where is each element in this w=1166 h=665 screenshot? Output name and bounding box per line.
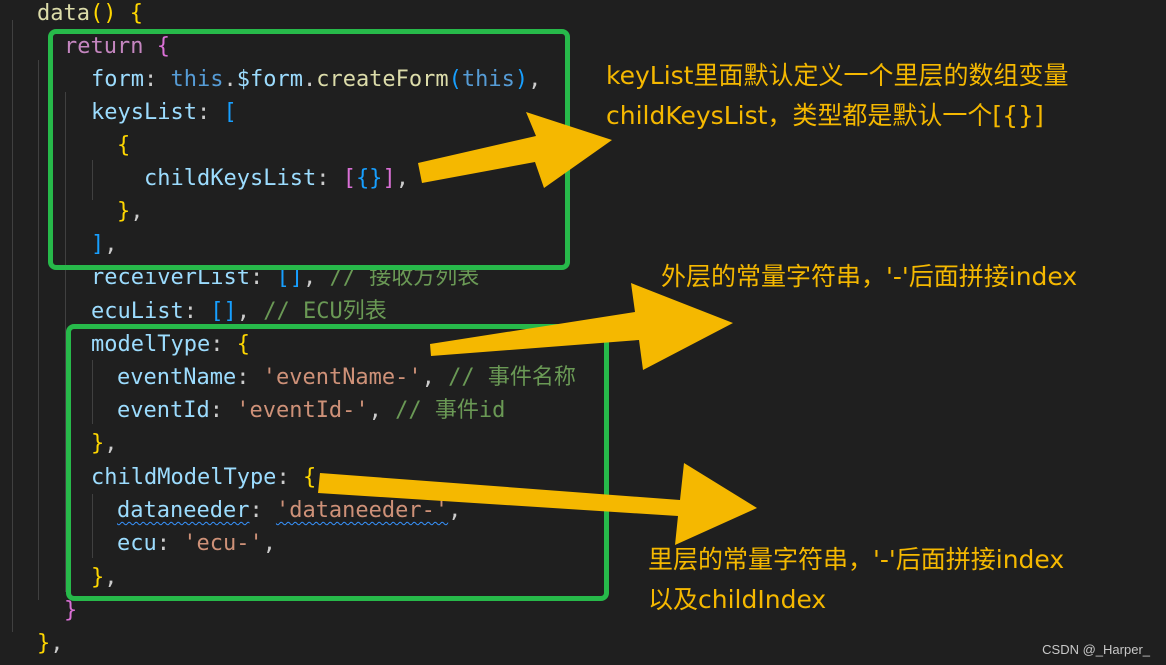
note-inner-line1: 里层的常量字符串，'-'后面拼接index [648, 545, 1065, 574]
arrow-keyslist [418, 112, 612, 188]
note-keyslist: keyList里面默认定义一个里层的数组变量 childKeysList，类型都… [606, 56, 1068, 136]
code-line-1[interactable]: data() { [37, 1, 143, 26]
indent-guide [92, 160, 93, 200]
code-line-13[interactable]: eventId: 'eventId-', // 事件id [117, 398, 506, 423]
code-line-20[interactable]: }, [37, 631, 64, 656]
code-line-11[interactable]: modelType: { [91, 332, 250, 357]
note-inner-constant: 里层的常量字符串，'-'后面拼接index 以及childIndex [648, 540, 1064, 620]
dataneeder-value: 'dataneeder-' [275, 498, 449, 523]
code-line-7[interactable]: }, [117, 199, 144, 224]
arrow-childmodeltype [318, 463, 757, 545]
code-line-19[interactable]: } [64, 598, 78, 623]
code-line-14[interactable]: }, [91, 431, 118, 456]
return-keyword: return [64, 34, 144, 59]
watermark: CSDN @_Harper_ [1042, 642, 1150, 657]
code-line-17[interactable]: ecu: 'ecu-', [117, 531, 276, 556]
code-line-2[interactable]: return { [64, 34, 170, 59]
code-line-16[interactable]: dataneeder: 'dataneeder-', [117, 498, 462, 523]
highlight-box-modeltypes [66, 324, 609, 601]
note-keyslist-line1: keyList里面默认定义一个里层的数组变量 [606, 61, 1069, 90]
note-inner-line2: 以及childIndex [648, 585, 827, 614]
dataneeder-key: dataneeder [117, 498, 250, 523]
data-function: data [37, 1, 90, 26]
code-line-15[interactable]: childModelType: { [91, 465, 317, 490]
code-line-18[interactable]: }, [91, 565, 118, 590]
code-line-5[interactable]: { [117, 133, 131, 158]
code-line-3[interactable]: form: this.$form.createForm(this), [91, 67, 542, 92]
code-line-10[interactable]: ecuList: [], // ECU列表 [91, 299, 387, 324]
indent-guide [65, 92, 66, 592]
indent-guide [92, 360, 93, 424]
indent-guide [12, 20, 13, 632]
note-keyslist-line2: childKeysList，类型都是默认一个[{}] [606, 101, 1044, 130]
indent-guide [92, 494, 93, 558]
arrow-modeltype [430, 283, 733, 370]
code-line-4[interactable]: keysList: [ [91, 100, 237, 125]
note-outer-constant: 外层的常量字符串，'-'后面拼接index [661, 262, 1078, 291]
code-line-6[interactable]: childKeysList: [{}], [144, 166, 409, 191]
indent-guide [38, 60, 39, 600]
code-line-12[interactable]: eventName: 'eventName-', // 事件名称 [117, 365, 576, 390]
code-line-8[interactable]: ], [91, 232, 118, 257]
